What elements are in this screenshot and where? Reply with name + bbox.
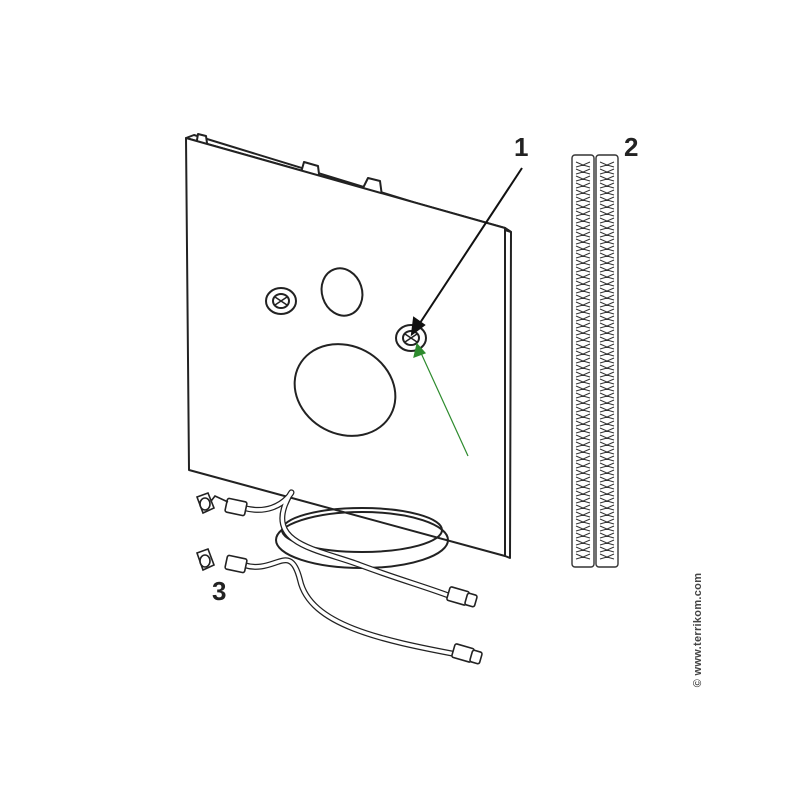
pointer-arrow (413, 342, 469, 457)
callout-2: 2 (624, 132, 639, 162)
hose-fittings (195, 491, 483, 665)
watermark: © www.terrikom.com (688, 560, 708, 700)
strip-teeth-path (575, 161, 615, 560)
leader-1 (410, 167, 523, 337)
edging-strips (571, 154, 619, 568)
flush-button-opening (320, 267, 364, 317)
watermark-text: © www.terrikom.com (692, 572, 704, 688)
callout-3: 3 (212, 576, 227, 606)
callout-1: 1 (514, 132, 529, 162)
main-outlet-opening (293, 343, 397, 437)
strip-teeth (575, 161, 615, 560)
panel-openings (265, 267, 427, 437)
connection-hoses (243, 489, 461, 658)
